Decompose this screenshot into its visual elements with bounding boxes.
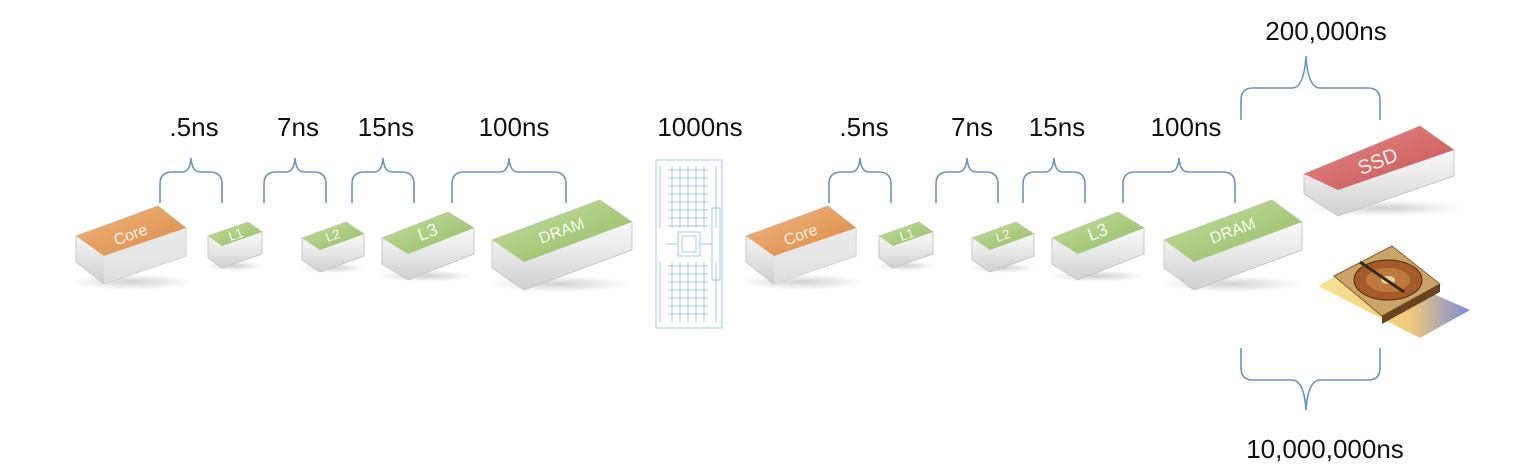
latency-l3-dram-remote: 100ns [1150, 112, 1222, 142]
chip-l3-remote: L3 [1050, 211, 1146, 282]
chip-core-remote: Core [740, 205, 864, 290]
network-switch-icon [655, 159, 723, 329]
chip-l3: L3 [378, 211, 475, 282]
chip-l2-remote-label: L2 [994, 226, 1013, 245]
latency-l2-l3-remote: 15ns [1028, 112, 1086, 142]
brace-l1-l2-remote [935, 157, 999, 203]
brace-l3-dram [451, 157, 567, 203]
brace-l1-l2 [263, 157, 327, 203]
brace-hdd [1240, 348, 1381, 411]
chip-l1-remote: L1 [876, 221, 936, 271]
chip-l2-remote: L2 [968, 221, 1036, 273]
chip-core: Core [70, 205, 194, 290]
chip-l2: L2 [298, 221, 366, 273]
latency-l1-l2-remote: 7ns [951, 112, 993, 142]
brace-l3-dram-remote [1122, 157, 1236, 203]
chip-l1-remote-label: L1 [898, 225, 917, 244]
latency-ssd: 200,000ns [1265, 16, 1387, 46]
latency-l3-dram: 100ns [478, 112, 550, 142]
latency-network: 1000ns [657, 112, 743, 142]
latency-l2-l3: 15ns [357, 112, 415, 142]
chip-ssd: SSD [1303, 125, 1464, 217]
brace-l2-l3-remote [1022, 157, 1086, 203]
chip-dram: DRAM [490, 199, 633, 292]
brace-core-l1 [159, 157, 223, 203]
hdd-image [1310, 232, 1478, 346]
brace-l2-l3 [351, 157, 415, 203]
chip-dram-remote: DRAM [1162, 199, 1303, 292]
chip-l1-label: L1 [227, 225, 246, 244]
brace-core-l1-remote [828, 157, 892, 203]
chip-l1: L1 [205, 221, 265, 271]
latency-l1-l2: 7ns [277, 112, 319, 142]
latency-core-l1: .5ns [169, 112, 219, 142]
latency-core-l1-remote: .5ns [839, 112, 889, 142]
brace-ssd [1240, 55, 1381, 120]
chip-l2-label: L2 [324, 226, 343, 245]
latency-hdd: 10,000,000ns [1246, 434, 1404, 464]
